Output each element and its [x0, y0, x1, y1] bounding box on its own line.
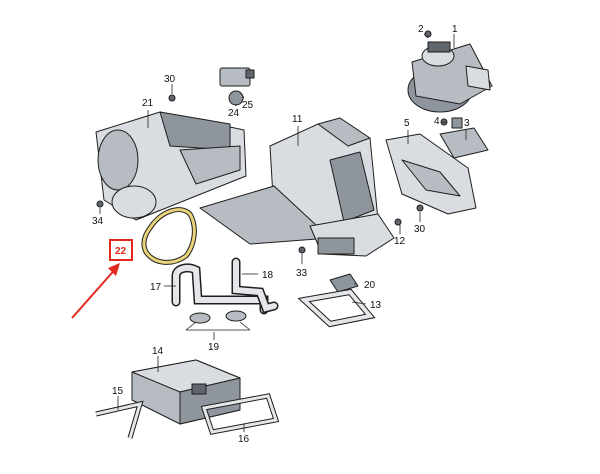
pipe-clamps-part: [185, 310, 251, 331]
air-duct-part: [95, 111, 247, 221]
callout-15: 15: [112, 386, 124, 397]
seal-ring-part: [141, 207, 197, 265]
foam-pad-part: [329, 273, 359, 293]
screws: [96, 30, 432, 254]
callout-13: 13: [370, 300, 382, 311]
callout-16: 16: [238, 434, 250, 445]
flap-actuator-part: [219, 67, 255, 106]
callout-21: 21: [142, 98, 154, 109]
callout-4: 4: [434, 116, 440, 127]
gasket-frame-part: [297, 288, 376, 328]
callout-17: 17: [150, 282, 162, 293]
callout-14: 14: [152, 346, 164, 357]
callout-18: 18: [262, 270, 274, 281]
callout-34: 34: [92, 216, 104, 227]
side-housing-part: [385, 133, 477, 215]
callout-11: 11: [292, 114, 303, 125]
callout-33: 33: [296, 268, 308, 279]
main-housing-part: [199, 117, 395, 257]
callout-25: 25: [242, 100, 254, 111]
callout-labels: 1 2 3 4 5 11 12 13 14 15 16 17 18 19 20 …: [92, 24, 470, 445]
callout-30-right: 30: [414, 224, 426, 235]
heater-core-part: [131, 359, 241, 425]
callout-5: 5: [404, 118, 410, 129]
callout-1: 1: [452, 24, 458, 35]
callout-2: 2: [418, 24, 424, 35]
callout-30-top: 30: [164, 74, 176, 85]
coolant-pipes-part: [171, 257, 279, 315]
callout-3: 3: [464, 118, 470, 129]
highlight-marker: [71, 239, 133, 319]
callout-22: 22: [115, 246, 127, 257]
callout-19: 19: [208, 342, 220, 353]
callout-12: 12: [394, 236, 406, 247]
blower-motor-part: [407, 41, 493, 113]
leader-lines: [99, 33, 467, 432]
callout-24: 24: [228, 108, 240, 119]
callout-20: 20: [364, 280, 376, 291]
resistor-part: [439, 117, 489, 159]
seal-strips-part: [95, 393, 280, 439]
